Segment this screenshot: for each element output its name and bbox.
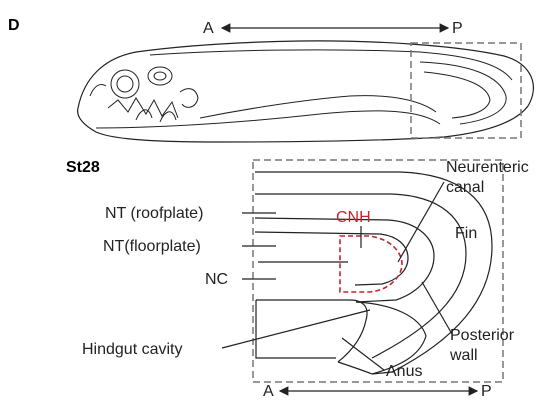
- cnh-region: [340, 236, 402, 292]
- posterior-wall-label-line2: wall: [449, 347, 478, 364]
- bottom-axis-p-label: P: [481, 383, 492, 400]
- panel-letter: D: [8, 17, 20, 34]
- tail-region-box: [411, 43, 521, 138]
- neurenteric-canal-label-line1: Neurenteric: [446, 159, 529, 176]
- fin-label: Fin: [455, 225, 477, 242]
- nt-roofplate-label: NT (roofplate): [105, 205, 203, 222]
- stage-label: St28: [66, 159, 100, 176]
- posterior-wall-leader: [422, 282, 452, 334]
- anus-label: Anus: [386, 363, 422, 380]
- cnh-label: CNH: [336, 209, 371, 226]
- embryo-outline: [78, 41, 534, 142]
- posterior-wall-label-line1: Posterior: [450, 327, 515, 344]
- top-ap-axis: A P: [203, 20, 463, 37]
- nc-label: NC: [205, 271, 228, 288]
- bottom-ap-axis: A P: [263, 383, 492, 400]
- hindgut-cavity-label: Hindgut cavity: [82, 341, 183, 358]
- top-axis-p-label: P: [452, 20, 463, 37]
- neurenteric-canal-label-line2: canal: [446, 179, 484, 196]
- top-axis-a-label: A: [203, 20, 214, 37]
- nt-floorplate-label: NT(floorplate): [103, 238, 201, 255]
- neurenteric-canal-leader: [398, 182, 444, 262]
- bottom-axis-a-label: A: [263, 383, 274, 400]
